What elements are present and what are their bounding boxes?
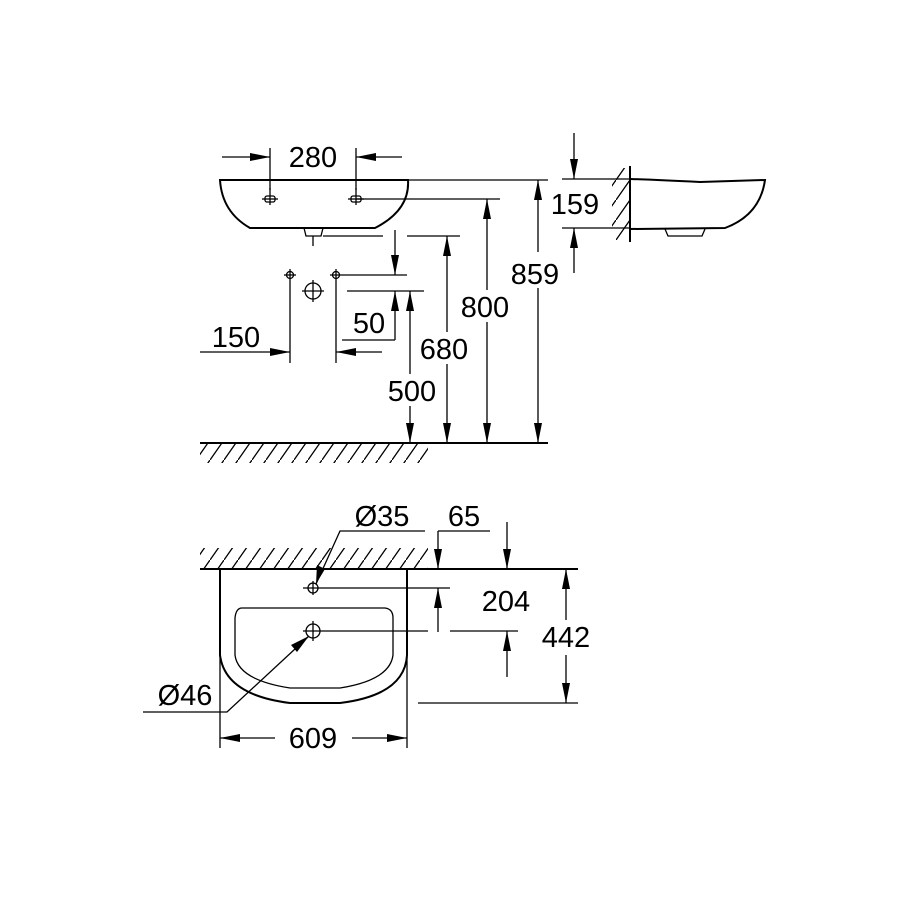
supply-point-right <box>330 269 407 363</box>
dim-859-label: 859 <box>511 259 559 291</box>
dim-680-label: 680 <box>420 334 468 366</box>
dim-800-label: 800 <box>461 292 509 324</box>
fixing-hole-right <box>348 188 364 205</box>
dim-609-label: 609 <box>289 723 337 755</box>
floor-hatching <box>200 442 548 463</box>
drain-hole <box>303 621 518 641</box>
basin-side-outline <box>629 178 767 230</box>
basin-top-outline <box>219 569 408 704</box>
dim-280-label: 280 <box>289 142 337 174</box>
dim-204-label: 204 <box>482 586 530 618</box>
drain-outlet <box>303 227 324 237</box>
wall-hatching-top <box>200 548 428 569</box>
dim-150-label: 150 <box>212 322 260 354</box>
front-view: 280 859 800 680 500 50 150 <box>200 142 559 463</box>
basin-front-outline <box>218 179 410 229</box>
bowl-outline <box>234 607 394 689</box>
side-view: 159 <box>551 133 767 273</box>
dim-65-label: 65 <box>448 501 480 533</box>
tap-hole <box>303 581 450 595</box>
dim-442-label: 442 <box>542 622 590 654</box>
dim-50-label: 50 <box>353 308 385 340</box>
wall-hatching <box>612 168 630 240</box>
fixing-hole-left <box>262 188 278 205</box>
top-view: Ø35 Ø46 65 204 442 609 <box>143 501 590 755</box>
dim-tap-hole-diameter-label: Ø35 <box>355 501 410 533</box>
supply-point-left <box>284 269 296 363</box>
dim-500-label: 500 <box>388 376 436 408</box>
dim-drain-diameter-label: Ø46 <box>158 680 213 712</box>
waste-point <box>302 280 324 302</box>
dim-159-label: 159 <box>551 189 599 221</box>
side-drain-outlet <box>664 228 706 237</box>
